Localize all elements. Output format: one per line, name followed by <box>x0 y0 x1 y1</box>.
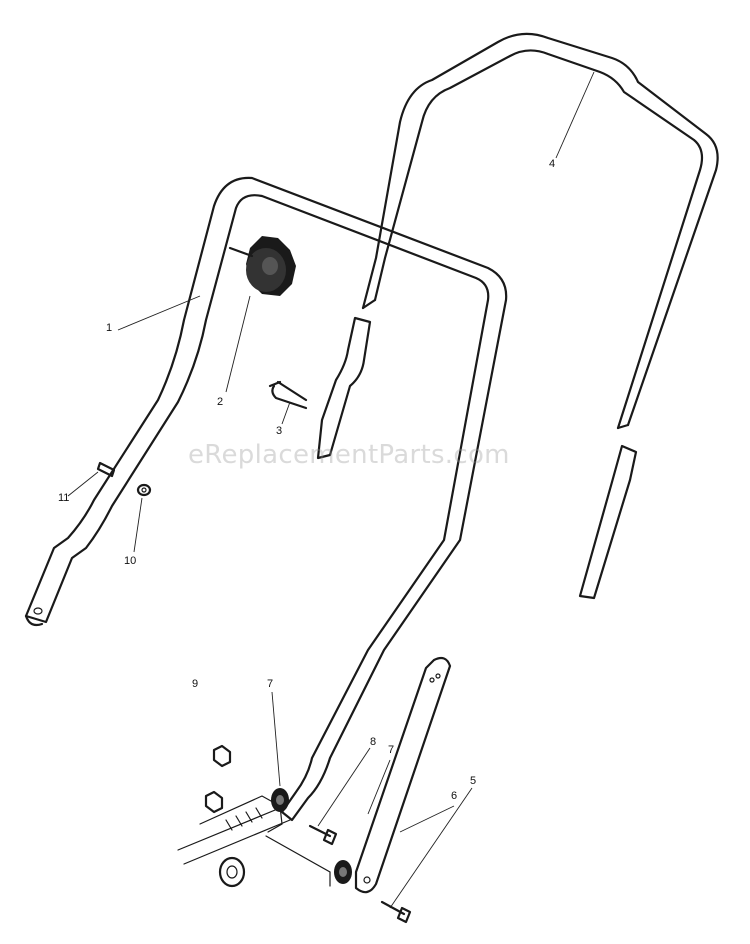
callout-4: 4 <box>549 158 556 170</box>
bolt-part-11 <box>96 461 116 478</box>
callout-7-lower: 7 <box>388 744 395 756</box>
upper-handle <box>316 32 719 600</box>
watermark: eReplacementParts.com <box>188 440 510 470</box>
callout-6: 6 <box>451 790 458 802</box>
callout-3: 3 <box>276 425 283 437</box>
bolt-part-8 <box>308 824 338 846</box>
nut-part-10 <box>136 483 152 497</box>
knob <box>228 236 296 296</box>
callout-5: 5 <box>470 775 477 787</box>
callout-11: 11 <box>58 492 70 504</box>
callout-1: 1 <box>106 322 113 334</box>
washer-lower <box>334 860 352 884</box>
carriage-bolt <box>268 380 308 410</box>
lower-bracket <box>354 656 452 894</box>
callout-7-upper: 7 <box>267 678 274 690</box>
callout-8: 8 <box>370 736 377 748</box>
bolt-part-5 <box>380 900 412 924</box>
deck-mount <box>177 744 291 888</box>
leader-lines <box>67 71 595 909</box>
callout-9: 9 <box>192 678 199 690</box>
callout-2: 2 <box>217 396 224 408</box>
callout-10: 10 <box>124 555 137 567</box>
washer-upper <box>271 788 289 812</box>
lower-handle <box>24 176 508 822</box>
